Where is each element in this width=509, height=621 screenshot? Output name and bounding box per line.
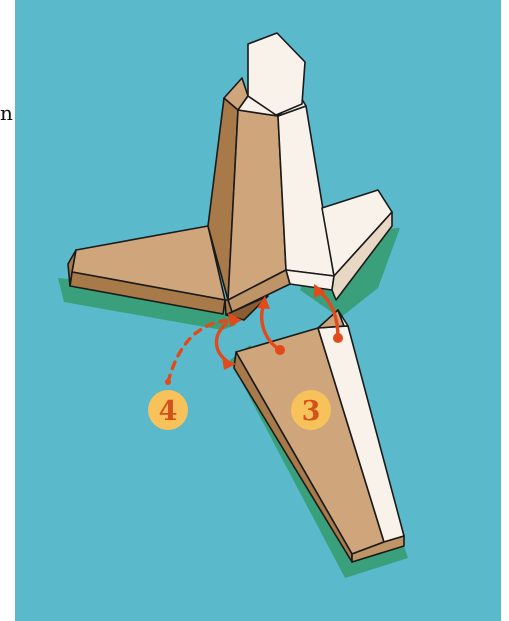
body-front-face: [227, 109, 287, 301]
step-badge-4: 4: [148, 390, 188, 430]
arrow-origin-dot-right: [333, 333, 343, 343]
cropped-text-fragment: n: [0, 101, 13, 125]
arrow-dashed-step-4: [166, 318, 234, 384]
bottom-arm: [233, 309, 405, 563]
arrowhead-center: [257, 296, 270, 309]
top-arm: [223, 32, 307, 117]
arrowhead-left: [222, 357, 236, 370]
arrow-origins: [165, 333, 343, 385]
right-arm-side: [331, 211, 393, 301]
top-arm-hex-cap: [247, 32, 306, 116]
arrow-origin-dot-dashed: [165, 379, 171, 385]
left-arm: [67, 225, 226, 315]
step-number-4: 4: [159, 396, 178, 427]
arrow-heads: [222, 284, 326, 370]
arrowhead-right: [314, 284, 326, 298]
right-arm: [321, 189, 393, 301]
illustration-panel: 4 3: [15, 0, 501, 621]
arrowhead-dashed: [228, 313, 242, 327]
step-number-3: 3: [302, 396, 321, 427]
arrow-origin-dot-center: [275, 345, 285, 355]
left-arm-end: [67, 249, 77, 287]
central-body: [207, 97, 335, 321]
tetrapod-assembly-diagram: 4 3: [15, 0, 501, 621]
step-badge-3: 3: [291, 390, 331, 430]
bottom-arm-top-tab-light: [337, 309, 349, 327]
bottom-arm-end-cap: [351, 535, 405, 563]
